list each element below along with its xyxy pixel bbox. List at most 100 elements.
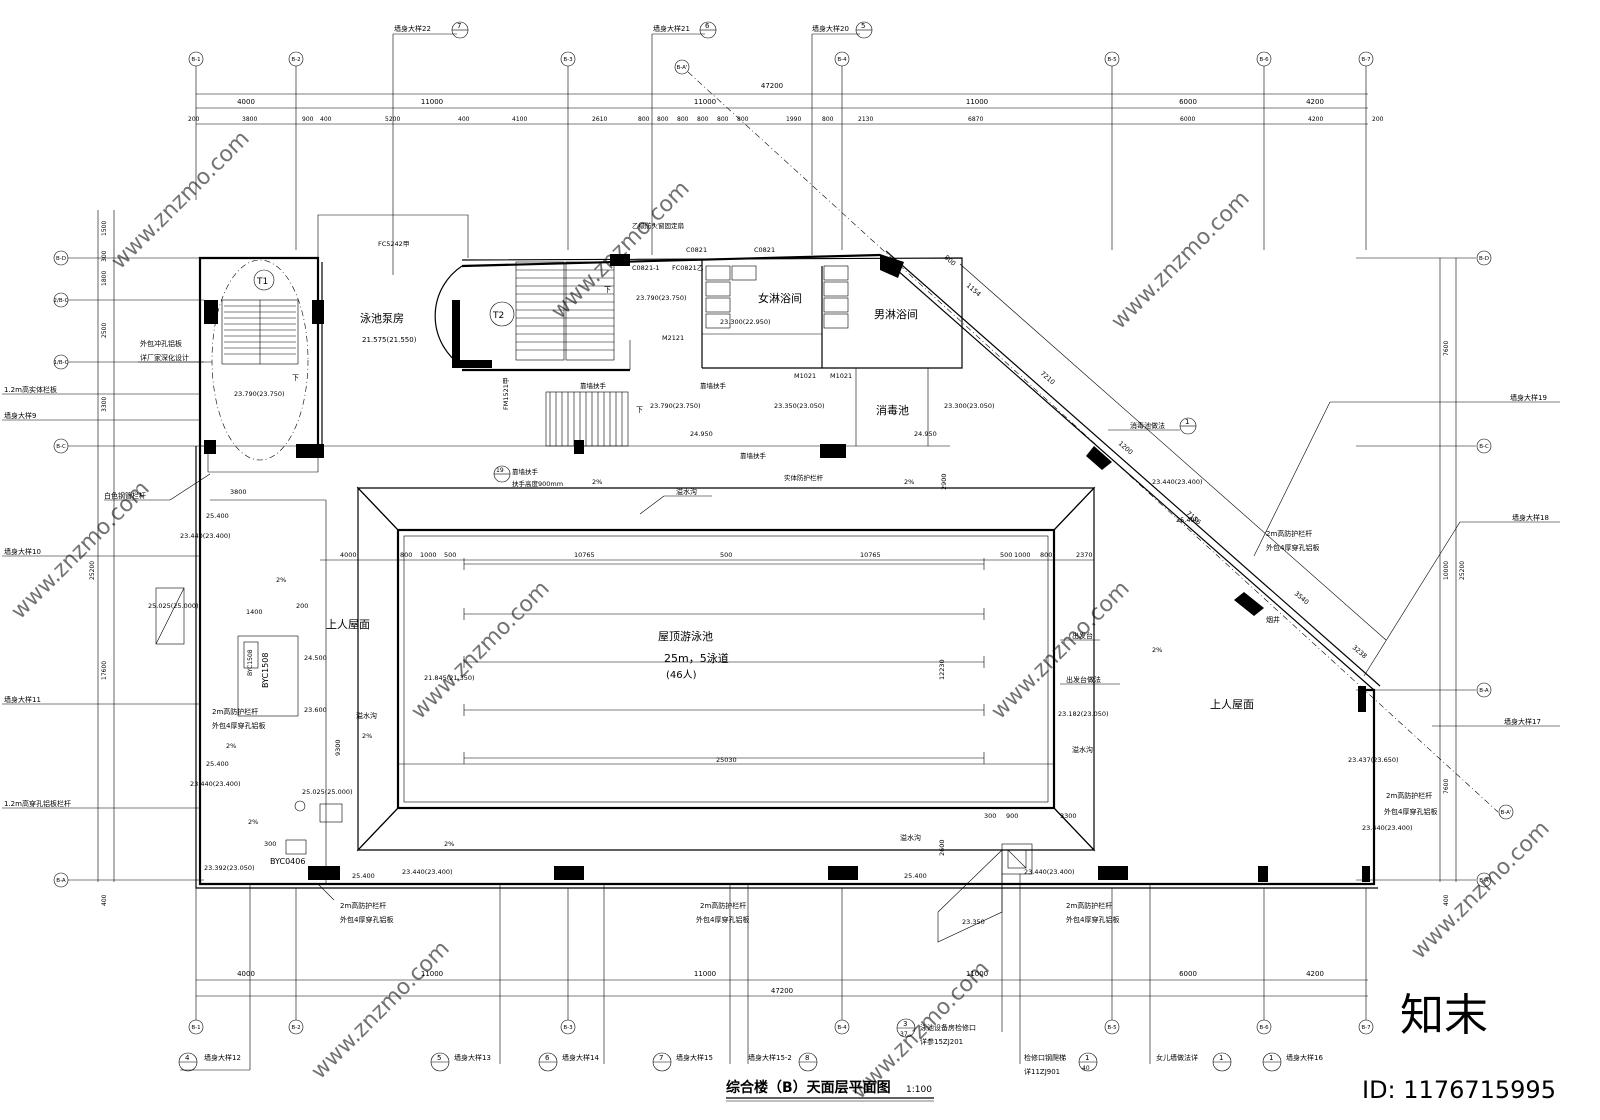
elevation-labels: 23.790(23.750) 23.790(23.750) 23.300(22.… — [148, 294, 1413, 926]
t2-label: T2 — [492, 311, 504, 321]
right-axes: B-D B-C B-A B-A — [1356, 250, 1492, 888]
dim-2900: 2900 — [940, 473, 948, 490]
watermark-6: www.znzmo.com — [987, 576, 1135, 724]
callout-5-top: 5 — [861, 22, 865, 30]
dim-300a: 300 — [264, 840, 276, 848]
door-fc0821: FC0821乙 — [672, 264, 704, 272]
note-handrail-c: 靠墙扶手 — [740, 451, 767, 460]
overflow-left: 溢水沟 — [356, 711, 377, 720]
disinfect-callout-1: 1 — [1185, 418, 1189, 426]
watermark-5: www.znzmo.com — [407, 576, 555, 724]
elev-2344a: 23.440(23.400) — [180, 532, 231, 540]
elev-23392: 23.392(23.050) — [204, 864, 255, 872]
callout-40: 40 — [1082, 1065, 1090, 1072]
t1-label: T1 — [256, 277, 268, 287]
right-notes: 墙身大样19 墙身大样18 墙身大样17 2m高防护栏杆 外包4厚穿孔铝板 2m… — [493, 253, 1560, 816]
note-wall18: 墙身大样18 — [1512, 513, 1549, 522]
axis-b1-top: B-1 — [191, 57, 200, 63]
door-m1021-b: M1021 — [830, 372, 852, 380]
disinfect-pool-label: 消毒池 — [876, 403, 909, 417]
callout-7-top: 7 — [457, 22, 461, 30]
axis-b3-bottom: B-3 — [563, 1025, 573, 1031]
dim-r2-18: 6000 — [1180, 116, 1195, 123]
dim-7210: 7210 — [1039, 369, 1057, 386]
label-wall13: 墙身大样13 — [454, 1053, 491, 1062]
pool-dim-10: 2370 — [1076, 551, 1093, 559]
note-rail2m-right2: 2m高防护栏杆 — [1386, 791, 1432, 800]
axis-bc-left: B-C — [56, 444, 66, 450]
slope-8: 2% — [444, 840, 454, 848]
label-hatch-ladder-ref: 详11ZJ901 — [1024, 1067, 1060, 1076]
elev-25025a: 25.025(25.000) — [148, 602, 199, 610]
dim-r2-6: 4100 — [512, 116, 527, 123]
axis-b1-bottom: B-1 — [191, 1025, 200, 1031]
label-hatch-ladder: 检修口钢爬梯 — [1024, 1053, 1066, 1062]
dim-bottom-overall: 47200 — [771, 987, 793, 995]
dim-300b: 300 — [984, 812, 996, 820]
callout-8-bottom: 8 — [805, 1054, 809, 1062]
note-shaft: 烟井 — [1266, 615, 1280, 624]
axis-ba-prime-lower: B-A' — [1501, 810, 1512, 816]
axis-1bc-left: 1/B-C — [54, 360, 69, 366]
wall22-label: 墙身大样22 — [394, 24, 431, 33]
label-wall14: 墙身大样14 — [562, 1053, 599, 1062]
elev-corridor: 23.790(23.750) — [650, 402, 701, 410]
dim-r2-10: 800 — [677, 116, 689, 123]
drawing-title: 综合楼（B）天面层平面图 — [726, 1079, 891, 1096]
door-m1021-a: M1021 — [794, 372, 816, 380]
elev-2335: 23.350 — [962, 918, 985, 926]
building-outline — [195, 214, 1381, 889]
watermark-9: www.znzmo.com — [1407, 816, 1555, 964]
note-rail12: 1.2m高实体栏板 — [4, 385, 57, 394]
note-rail2m-right: 2m高防护栏杆 — [1266, 529, 1312, 538]
axis-ba-right: B-A — [1479, 878, 1489, 884]
elev-2344e: 23.440(23.400) — [1152, 478, 1203, 486]
dim-r2-16: 2130 — [858, 116, 873, 123]
dim-1154: 1154 — [965, 281, 983, 298]
elev-254e: 25.400 — [1176, 516, 1199, 524]
stair-t2: T2 下 下 — [434, 261, 643, 447]
dim-b1-3: 11000 — [966, 970, 988, 978]
dim-3300: 3300 — [1060, 812, 1077, 820]
left-vertical-dims: 1500 1800 2500 3300 17600 25200 300 400 — [89, 221, 108, 906]
dim-r2-12: 800 — [717, 116, 729, 123]
overflow-right: 溢水沟 — [1072, 745, 1093, 754]
pool-dim-4: 10765 — [574, 551, 595, 559]
axis-b2-top: B-2 — [291, 57, 300, 63]
note-wall11: 墙身大样11 — [4, 695, 41, 704]
axis-b5-bottom: B-5 — [1107, 1025, 1117, 1031]
axis-b5-top: B-5 — [1107, 57, 1117, 63]
dim-r1-5: 4200 — [1306, 98, 1324, 106]
dim-r2-8: 800 — [638, 116, 650, 123]
brand-id: ID: 1176715995 — [1362, 1076, 1556, 1104]
note-rail2m-b1: 2m高防护栏杆 — [340, 901, 386, 910]
dim-r2-17: 6870 — [968, 116, 983, 123]
label-wall16: 墙身大样16 — [1286, 1053, 1323, 1062]
bottom-notes: 2m高防护栏杆 外包4厚穿孔铝板 2m高防护栏杆 外包4厚穿孔铝板 2m高防护栏… — [317, 473, 1119, 943]
overflow-bottom: 溢水沟 — [900, 833, 921, 842]
note-alum-clad: 外包冲孔铝板 — [140, 339, 182, 348]
dim-3238: 3238 — [1351, 643, 1369, 660]
axis-bd-left: B-D — [56, 256, 66, 262]
pool-dim-1: 800 — [400, 551, 412, 559]
note-alum4-b2: 外包4厚穿孔铝板 — [696, 915, 749, 924]
brand-stamp: 知末 ID: 1176715995 — [1362, 990, 1556, 1104]
elev-23437: 23.437(23.650) — [1348, 756, 1399, 764]
pool-name: 屋顶游泳池 — [658, 629, 713, 643]
axis-ba-prime-top: B-A' — [677, 65, 688, 71]
pool-length: 25030 — [716, 756, 737, 764]
pool-lanes — [463, 558, 985, 764]
note-handrail-d: 靠墙扶手 — [512, 467, 539, 476]
pump-room-label: 泳池泵房 — [360, 311, 404, 325]
slope-6: 2% — [904, 478, 914, 486]
label-wall15-2: 墙身大样15-2 — [748, 1053, 792, 1062]
pump-room-elevation: 21.575(21.550) — [362, 336, 417, 344]
start-platform: 出发台 — [1072, 631, 1093, 640]
door-window-labels: FC5242甲 乙级防火窗固定扇 C0821 C0821 C0821-1 FC0… — [378, 221, 852, 410]
elev-t2: 23.790(23.750) — [636, 294, 687, 302]
axis-b6-top: B-6 — [1259, 57, 1269, 63]
dim-rv-1: 10000 — [1443, 561, 1450, 580]
door-m2121: M2121 — [662, 334, 684, 342]
dim-r2-0: 200 — [188, 116, 200, 123]
axis-b7-top: B-7 — [1361, 57, 1371, 63]
